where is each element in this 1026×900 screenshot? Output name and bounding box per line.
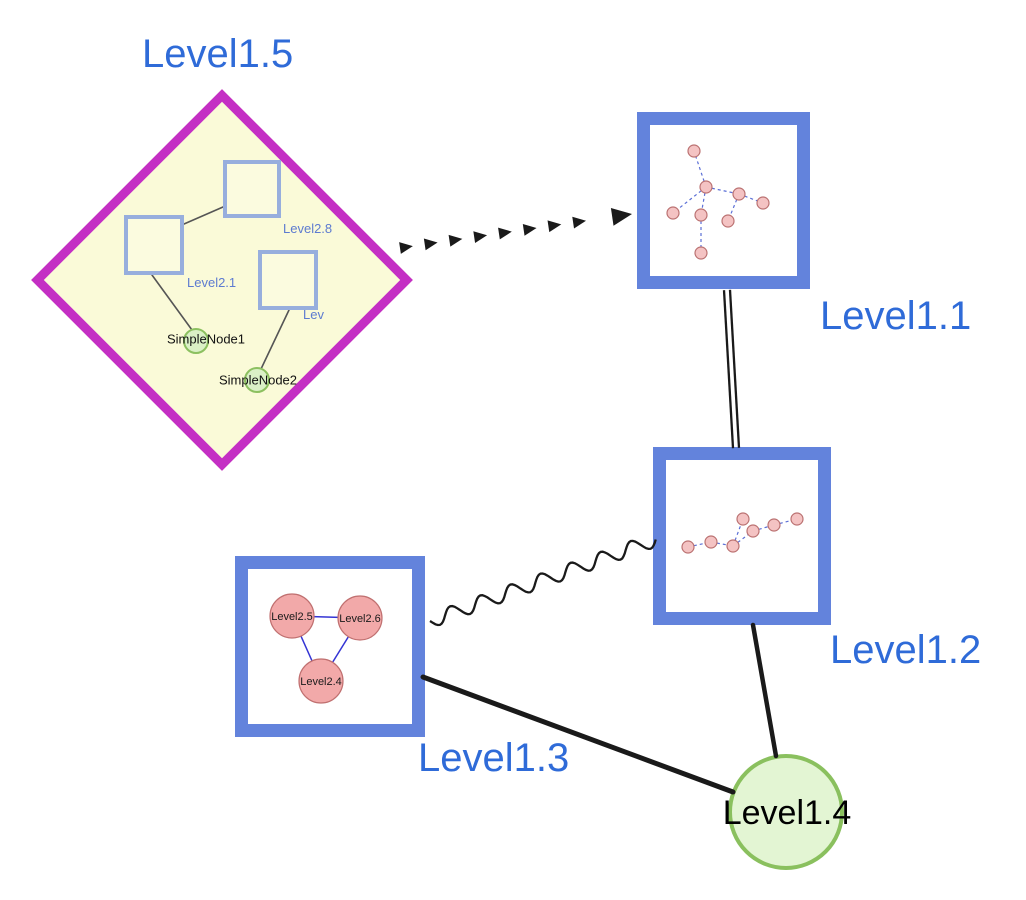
graph-node-level12[interactable] xyxy=(736,512,750,526)
edge-level2x-simplenode2 xyxy=(260,309,290,370)
label-lev: Lev xyxy=(303,307,324,322)
node-level13[interactable] xyxy=(235,556,425,737)
graph-node-level11[interactable] xyxy=(699,180,713,194)
node-level14[interactable] xyxy=(728,754,844,870)
graph-node-level11[interactable] xyxy=(721,214,735,228)
graph-node-level11[interactable] xyxy=(732,187,746,201)
node-level28[interactable] xyxy=(223,160,281,218)
inner-edge-level11 xyxy=(738,193,764,204)
node-level2x[interactable] xyxy=(258,250,318,310)
label-simplenode2: SimpleNode2 xyxy=(218,372,298,388)
graph-node-level11[interactable] xyxy=(666,206,680,220)
graph-node-level12[interactable] xyxy=(726,539,740,553)
edge-level21-simplenode1 xyxy=(151,274,193,331)
graph-node-level12[interactable] xyxy=(767,518,781,532)
edge-level15-level11 xyxy=(572,216,587,229)
graph-node-level11[interactable] xyxy=(687,144,701,158)
label-level15: Level1.5 xyxy=(142,32,294,76)
node-level21[interactable] xyxy=(124,215,184,275)
label-level21: Level2.1 xyxy=(187,275,237,290)
node-level12[interactable] xyxy=(653,447,831,625)
label-level14: Level1.4 xyxy=(722,794,852,832)
label-level13: Level1.3 xyxy=(418,736,570,780)
edge-level15-level11 xyxy=(547,220,562,233)
inner-edge-level11 xyxy=(700,186,707,216)
edge-level15-level11 xyxy=(448,234,463,247)
graph-node-level13[interactable] xyxy=(337,595,383,641)
edge-level11-level12 xyxy=(728,289,741,448)
graph-node-label: Level2.6 xyxy=(339,613,381,625)
edge-level28-level21 xyxy=(183,206,224,225)
graph-node-level11[interactable] xyxy=(694,246,708,260)
graph-node-label: Level2.4 xyxy=(300,676,342,688)
graph-node-level13[interactable] xyxy=(298,658,344,704)
graph-node-level13[interactable] xyxy=(269,593,315,639)
edge-level13-level12 xyxy=(429,539,657,627)
label-level11: Level1.1 xyxy=(820,294,972,338)
edge-level13-level14 xyxy=(420,674,736,795)
edge-level11-level12 xyxy=(722,290,735,449)
node-level11[interactable] xyxy=(637,112,810,289)
graph-node-level11[interactable] xyxy=(694,208,708,222)
label-level12: Level1.2 xyxy=(830,628,982,672)
node-simplenode2[interactable] xyxy=(244,367,270,393)
label-simplenode1: SimpleNode1 xyxy=(166,331,246,347)
graph-node-level12[interactable] xyxy=(681,540,695,554)
edge-level15-level11 xyxy=(610,207,632,226)
edge-level15-level11 xyxy=(498,227,512,240)
graph-node-label: Level2.5 xyxy=(271,611,313,623)
graph-node-level11[interactable] xyxy=(756,196,770,210)
edge-level12-level14 xyxy=(750,622,779,759)
edge-level15-level11 xyxy=(423,238,438,251)
edge-level15-level11 xyxy=(399,242,413,254)
inner-edge-level12 xyxy=(732,518,744,547)
label-level28: Level2.8 xyxy=(283,221,333,236)
graph-node-level12[interactable] xyxy=(704,535,718,549)
graph-node-level12[interactable] xyxy=(746,524,760,538)
node-simplenode1[interactable] xyxy=(183,328,209,354)
graph-node-level12[interactable] xyxy=(790,512,804,526)
inner-edge-level11 xyxy=(672,186,707,214)
edge-level15-level11 xyxy=(473,231,488,244)
edge-level15-level11 xyxy=(522,223,537,236)
